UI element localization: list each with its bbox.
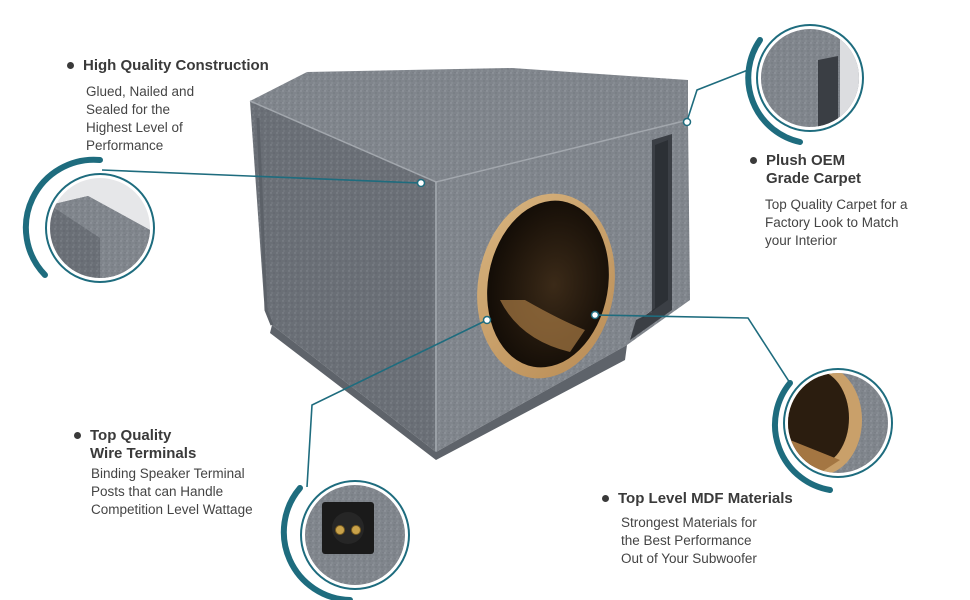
desc-line: the Best Performance — [621, 533, 752, 548]
leader-lines — [101, 69, 791, 488]
box-left-face — [250, 101, 436, 452]
leader-carpet — [686, 69, 749, 122]
desc-line: Performance — [86, 138, 164, 153]
desc-line: Highest Level of — [86, 120, 183, 135]
feature-description: Glued, Nailed and Sealed for the Highest… — [86, 83, 327, 155]
title-line: Plush OEM — [766, 152, 846, 169]
leader-dot-terminals — [482, 315, 492, 325]
desc-line: Factory Look to Match — [765, 215, 899, 230]
speaker-cutout — [487, 200, 609, 368]
feature-title: Plush OEM Grade Carpet — [766, 152, 861, 188]
feature-construction: High Quality Construction Glued, Nailed … — [67, 57, 327, 155]
bullet-dot — [750, 157, 757, 164]
callout-terminals — [280, 480, 410, 600]
leader-dot-mdf — [590, 310, 600, 320]
bullet-dot — [602, 495, 609, 502]
terminal-post-2 — [351, 525, 361, 535]
desc-line: Sealed for the — [86, 102, 171, 117]
bullet-dot — [74, 432, 81, 439]
desc-line: Glued, Nailed and — [86, 84, 195, 99]
bullet-dot — [67, 62, 74, 69]
terminal-post-1 — [335, 525, 345, 535]
leader-terminals — [306, 319, 488, 488]
desc-line: Binding Speaker Terminal — [91, 466, 245, 481]
desc-line: your Interior — [765, 233, 838, 248]
title-line: Grade Carpet — [766, 170, 862, 187]
desc-line: Top Quality Carpet for a — [765, 197, 908, 212]
feature-mdf: Top Level MDF Materials Strongest Materi… — [602, 490, 842, 568]
leader-construction — [101, 169, 421, 184]
feature-description: Top Quality Carpet for a Factory Look to… — [765, 196, 965, 250]
leader-dots — [416, 117, 692, 325]
box-top-face — [250, 68, 688, 182]
desc-line: Posts that can Handle — [91, 484, 224, 499]
feature-title: Top Quality Wire Terminals — [90, 427, 196, 463]
callout-construction — [22, 156, 155, 283]
subwoofer-box — [249, 68, 690, 460]
leader-dot-carpet — [682, 117, 692, 127]
desc-line: Competition Level Wattage — [91, 502, 253, 517]
callout-mdf — [771, 368, 893, 493]
callout-carpet — [745, 24, 864, 145]
leader-mdf — [594, 314, 791, 384]
feature-terminals: Top Quality Wire Terminals Binding Speak… — [74, 427, 314, 519]
feature-carpet: Plush OEM Grade Carpet Top Quality Carpe… — [750, 152, 965, 250]
feature-title: Top Level MDF Materials — [618, 490, 793, 507]
feature-description: Binding Speaker Terminal Posts that can … — [91, 465, 314, 519]
desc-line: Out of Your Subwoofer — [621, 551, 757, 566]
desc-line: Strongest Materials for — [621, 515, 757, 530]
leader-dot-construction — [416, 178, 426, 188]
title-line: Wire Terminals — [90, 445, 197, 462]
feature-title: High Quality Construction — [83, 57, 269, 74]
title-line: Top Quality — [90, 427, 172, 444]
feature-description: Strongest Materials for the Best Perform… — [621, 514, 842, 568]
